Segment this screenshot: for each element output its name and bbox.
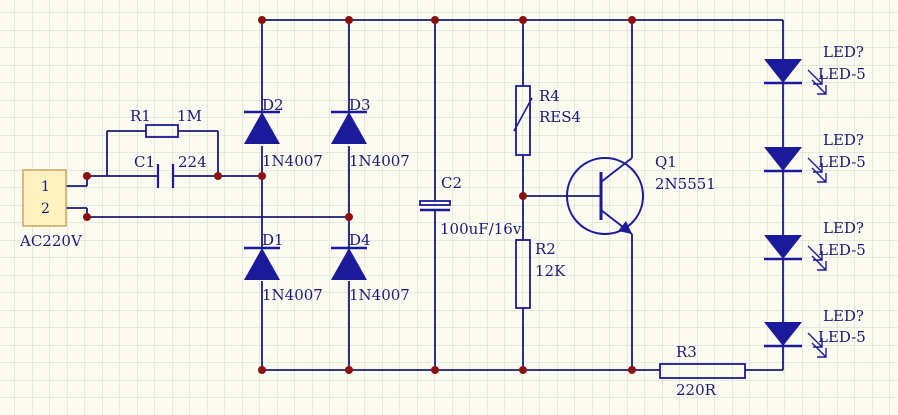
led-1: LED? LED-5 <box>764 43 866 95</box>
capacitor-c2: C2 100uF/16v <box>419 174 522 238</box>
junction-dot <box>258 172 266 180</box>
junction-dot <box>519 366 527 374</box>
capacitor-c1: C1 224 <box>134 153 207 188</box>
junction-dot <box>345 366 353 374</box>
c1-value: 224 <box>178 153 207 171</box>
junction-dot <box>83 213 91 221</box>
junction-dot <box>628 366 636 374</box>
resistor-r2: R2 12K <box>515 239 566 309</box>
d4-designator: D4 <box>349 231 371 249</box>
r3-value: 220R <box>676 381 717 399</box>
r2-designator: R2 <box>535 240 556 258</box>
led-4-value: LED-5 <box>818 328 866 346</box>
q1-designator: Q1 <box>655 153 677 171</box>
junction-dot <box>83 172 91 180</box>
q1-value: 2N5551 <box>655 175 716 193</box>
d4-value: 1N4007 <box>349 286 410 304</box>
r1-designator: R1 <box>130 107 151 125</box>
junction-dot <box>519 16 527 24</box>
d2-designator: D2 <box>262 96 284 114</box>
transistor-q1: Q1 2N5551 <box>566 153 716 235</box>
junction-dot <box>214 172 222 180</box>
r4-value: RES4 <box>539 108 581 126</box>
led-4: LED? LED-5 <box>764 307 866 358</box>
led-1-value: LED-5 <box>818 65 866 83</box>
junction-dots <box>83 16 636 374</box>
connector-label: AC220V <box>19 232 83 250</box>
junction-dot <box>431 16 439 24</box>
junction-dot <box>345 16 353 24</box>
d1-value: 1N4007 <box>262 286 323 304</box>
d2-value: 1N4007 <box>262 152 323 170</box>
junction-dot <box>258 16 266 24</box>
connector-pin-1: 1 <box>41 179 50 195</box>
junction-dot <box>628 16 636 24</box>
led-2: LED? LED-5 <box>764 131 866 183</box>
led-4-designator: LED? <box>823 307 864 325</box>
c2-designator: C2 <box>441 174 462 192</box>
connector-pin-2: 2 <box>41 201 50 217</box>
d3-value: 1N4007 <box>349 152 410 170</box>
r1-value: 1M <box>177 107 202 125</box>
r2-value: 12K <box>535 262 566 280</box>
resistor-r3: R3 220R <box>659 343 746 399</box>
connector-ac220v: 1 2 AC220V <box>19 169 83 250</box>
c2-value: 100uF/16v <box>440 220 522 238</box>
junction-dot <box>345 213 353 221</box>
diode-d4: D4 1N4007 <box>331 231 410 304</box>
led-2-designator: LED? <box>823 131 864 149</box>
led-3-value: LED-5 <box>818 241 866 259</box>
resistor-r4: R4 RES4 <box>513 85 581 156</box>
led-1-designator: LED? <box>823 43 864 61</box>
resistor-r1: R1 1M <box>130 107 202 138</box>
diode-d3: D3 1N4007 <box>331 96 410 170</box>
d3-designator: D3 <box>349 96 371 114</box>
d1-designator: D1 <box>262 231 284 249</box>
diode-d1: D1 1N4007 <box>244 231 323 304</box>
junction-dot <box>258 366 266 374</box>
r4-designator: R4 <box>539 87 560 105</box>
diode-d2: D2 1N4007 <box>244 96 323 170</box>
led-3: LED? LED-5 <box>764 219 866 271</box>
junction-dot <box>519 192 527 200</box>
junction-dot <box>431 366 439 374</box>
led-3-designator: LED? <box>823 219 864 237</box>
r3-designator: R3 <box>676 343 697 361</box>
c1-designator: C1 <box>134 153 155 171</box>
led-2-value: LED-5 <box>818 153 866 171</box>
